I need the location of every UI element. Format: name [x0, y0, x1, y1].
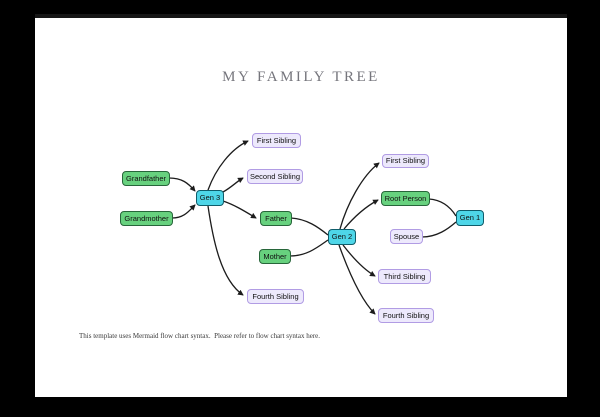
node-first-sibling-r[interactable]: First Sibling [382, 154, 429, 168]
node-gen3[interactable]: Gen 3 [196, 190, 224, 206]
edge-gen3-to-father [222, 200, 257, 219]
node-mother[interactable]: Mother [259, 249, 291, 264]
node-third-sibling[interactable]: Third Sibling [378, 269, 431, 284]
edge-gen2-to-first-sibling-r [339, 162, 380, 230]
edge-gen3-to-fourth-sibling-l [207, 205, 244, 296]
node-grandmother[interactable]: Grandmother [120, 211, 173, 226]
edges-layer [168, 140, 457, 315]
edge-root-person-to-gen1 [428, 198, 457, 217]
edge-spouse-to-gen1 [421, 221, 457, 238]
footer-note: This template uses Mermaid flow chart sy… [79, 332, 321, 340]
node-spouse[interactable]: Spouse [390, 229, 423, 244]
edge-grandmother-to-gen3 [171, 204, 196, 219]
node-second-sibling[interactable]: Second Sibling [247, 169, 303, 184]
edge-father-to-gen2 [290, 217, 329, 236]
page-top-edge [35, 14, 567, 18]
edge-gen2-to-fourth-sibling-r [338, 244, 376, 315]
node-root-person[interactable]: Root Person [381, 191, 430, 206]
edge-grandfather-to-gen3 [168, 177, 196, 192]
node-fourth-sibling-r[interactable]: Fourth Sibling [378, 308, 434, 323]
node-grandfather[interactable]: Grandfather [122, 171, 170, 186]
node-father[interactable]: Father [260, 211, 292, 226]
node-fourth-sibling-l[interactable]: Fourth Sibling [247, 289, 304, 304]
diagram-title: MY FAMILY TREE [222, 69, 380, 85]
edge-gen3-to-first-sibling-l [207, 140, 249, 191]
edge-mother-to-gen2 [289, 239, 329, 257]
edge-gen3-to-second-sibling [222, 177, 244, 193]
node-gen2[interactable]: Gen 2 [328, 229, 356, 245]
edge-gen2-to-third-sibling [342, 244, 376, 277]
node-first-sibling-l[interactable]: First Sibling [252, 133, 301, 148]
edge-gen2-to-root-person [343, 199, 379, 230]
node-gen1[interactable]: Gen 1 [456, 210, 484, 226]
